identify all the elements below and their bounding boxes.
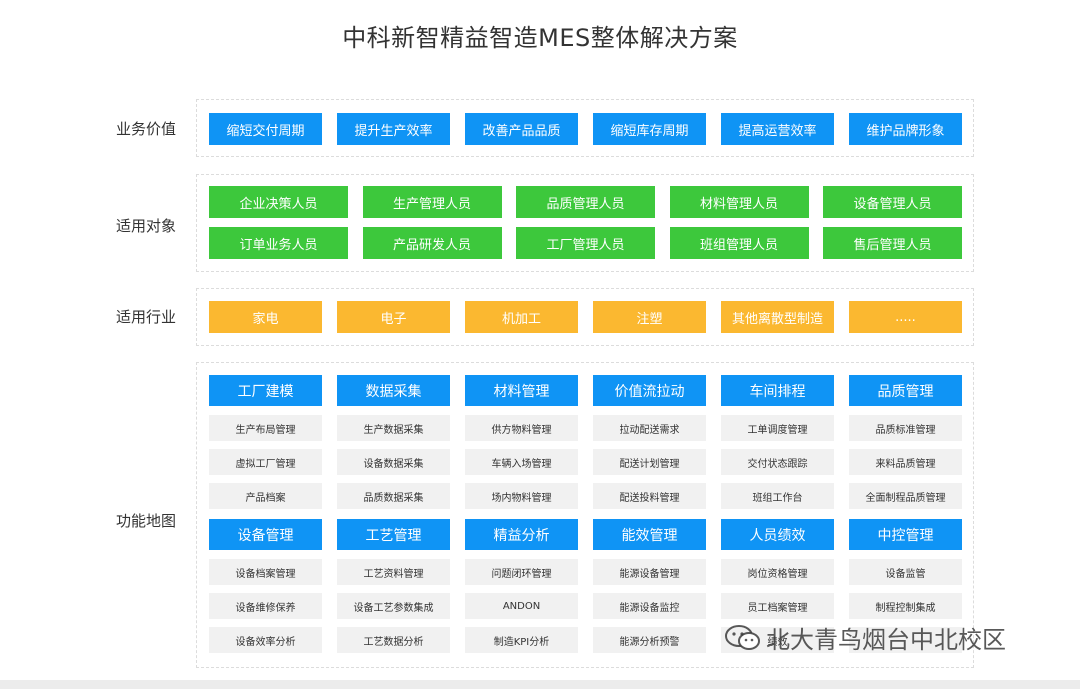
module-header: 材料管理 — [465, 375, 578, 406]
module-header: 精益分析 — [465, 519, 578, 550]
module-item: 工单调度管理 — [721, 415, 834, 441]
industry-frame: 家电电子机加工注塑其他离散型制造..... — [196, 288, 974, 346]
user-role-box: 工厂管理人员 — [516, 227, 655, 259]
business-value-box: 缩短库存周期 — [593, 113, 706, 145]
row-label-industry: 适用行业 — [115, 308, 176, 326]
module-item: 岗位资格管理 — [721, 559, 834, 585]
module-header: 能效管理 — [593, 519, 706, 550]
row-label-business-value: 业务价值 — [115, 120, 176, 138]
module-item: 制造KPI分析 — [465, 627, 578, 653]
module-item: 品质标准管理 — [849, 415, 962, 441]
module-item: ANDON — [465, 593, 578, 619]
module-header: 设备管理 — [209, 519, 322, 550]
module-item: 品质数据采集 — [337, 483, 450, 509]
module-header: 工厂建模 — [209, 375, 322, 406]
module-item: 场内物料管理 — [465, 483, 578, 509]
module-item: 设备数据采集 — [337, 449, 450, 475]
watermark: 北大青鸟烟台中北校区 — [724, 620, 1006, 655]
module-item: 配送投料管理 — [593, 483, 706, 509]
module-item: 交付状态跟踪 — [721, 449, 834, 475]
module-item: 工艺数据分析 — [337, 627, 450, 653]
module-item: 设备监管 — [849, 559, 962, 585]
module-item: 生产布局管理 — [209, 415, 322, 441]
module-item: 设备维修保养 — [209, 593, 322, 619]
module-item: 能源设备管理 — [593, 559, 706, 585]
module-item: 虚拟工厂管理 — [209, 449, 322, 475]
module-item: 车辆入场管理 — [465, 449, 578, 475]
users-frame: 企业决策人员生产管理人员品质管理人员材料管理人员设备管理人员订单业务人员产品研发… — [196, 174, 974, 272]
module-header: 品质管理 — [849, 375, 962, 406]
business-value-box: 缩短交付周期 — [209, 113, 322, 145]
module-item: 产品档案 — [209, 483, 322, 509]
row-label-function-map: 功能地图 — [115, 512, 176, 530]
industry-box: 机加工 — [465, 301, 578, 333]
page-title: 中科新智精益智造MES整体解决方案 — [342, 24, 738, 52]
module-item: 设备工艺参数集成 — [337, 593, 450, 619]
user-role-box: 班组管理人员 — [669, 227, 809, 259]
module-header: 价值流拉动 — [593, 375, 706, 406]
module-item: 制程控制集成 — [849, 593, 962, 619]
module-item: 生产数据采集 — [337, 415, 450, 441]
user-role-box: 设备管理人员 — [823, 186, 962, 218]
user-role-box: 售后管理人员 — [823, 227, 962, 259]
industry-box: 家电 — [209, 301, 322, 333]
module-header: 中控管理 — [849, 519, 962, 550]
module-item: 供方物料管理 — [465, 415, 578, 441]
user-role-box: 产品研发人员 — [362, 227, 502, 259]
user-role-box: 企业决策人员 — [209, 186, 348, 218]
module-item: 能源分析预警 — [593, 627, 706, 653]
module-item: 来料品质管理 — [849, 449, 962, 475]
module-header: 车间排程 — [721, 375, 834, 406]
module-header: 人员绩效 — [721, 519, 834, 550]
module-header: 数据采集 — [337, 375, 450, 406]
business-value-box: 改善产品品质 — [465, 113, 578, 145]
user-role-box: 生产管理人员 — [362, 186, 502, 218]
row-label-users: 适用对象 — [115, 217, 176, 235]
module-item: 能源设备监控 — [593, 593, 706, 619]
function-map-frame: 工厂建模生产布局管理虚拟工厂管理产品档案 数据采集生产数据采集设备数据采集品质数据… — [196, 362, 974, 668]
industry-box: 注塑 — [593, 301, 706, 333]
module-item: 问题闭环管理 — [465, 559, 578, 585]
module-item: 配送计划管理 — [593, 449, 706, 475]
user-role-box: 订单业务人员 — [209, 227, 348, 259]
user-role-box: 品质管理人员 — [516, 186, 655, 218]
business-value-box: 提高运营效率 — [721, 113, 834, 145]
user-role-box: 材料管理人员 — [669, 186, 809, 218]
industry-box: ..... — [849, 301, 962, 333]
business-value-frame: 缩短交付周期提升生产效率改善产品品质缩短库存周期提高运营效率维护品牌形象 — [196, 99, 974, 157]
module-item: 拉动配送需求 — [593, 415, 706, 441]
module-item: 设备档案管理 — [209, 559, 322, 585]
business-value-box: 提升生产效率 — [337, 113, 450, 145]
module-item: 员工档案管理 — [721, 593, 834, 619]
watermark-text: 北大青鸟烟台中北校区 — [766, 626, 1006, 654]
module-item: 设备效率分析 — [209, 627, 322, 653]
industry-box: 电子 — [337, 301, 450, 333]
industry-box: 其他离散型制造 — [721, 301, 834, 333]
bottom-bar — [0, 680, 1080, 689]
module-item: 工艺资料管理 — [337, 559, 450, 585]
module-item: 班组工作台 — [721, 483, 834, 509]
module-item — [849, 627, 962, 653]
wechat-icon — [725, 624, 760, 650]
business-value-box: 维护品牌形象 — [849, 113, 962, 145]
module-item: 全面制程品质管理 — [849, 483, 962, 509]
module-header: 工艺管理 — [337, 519, 450, 550]
